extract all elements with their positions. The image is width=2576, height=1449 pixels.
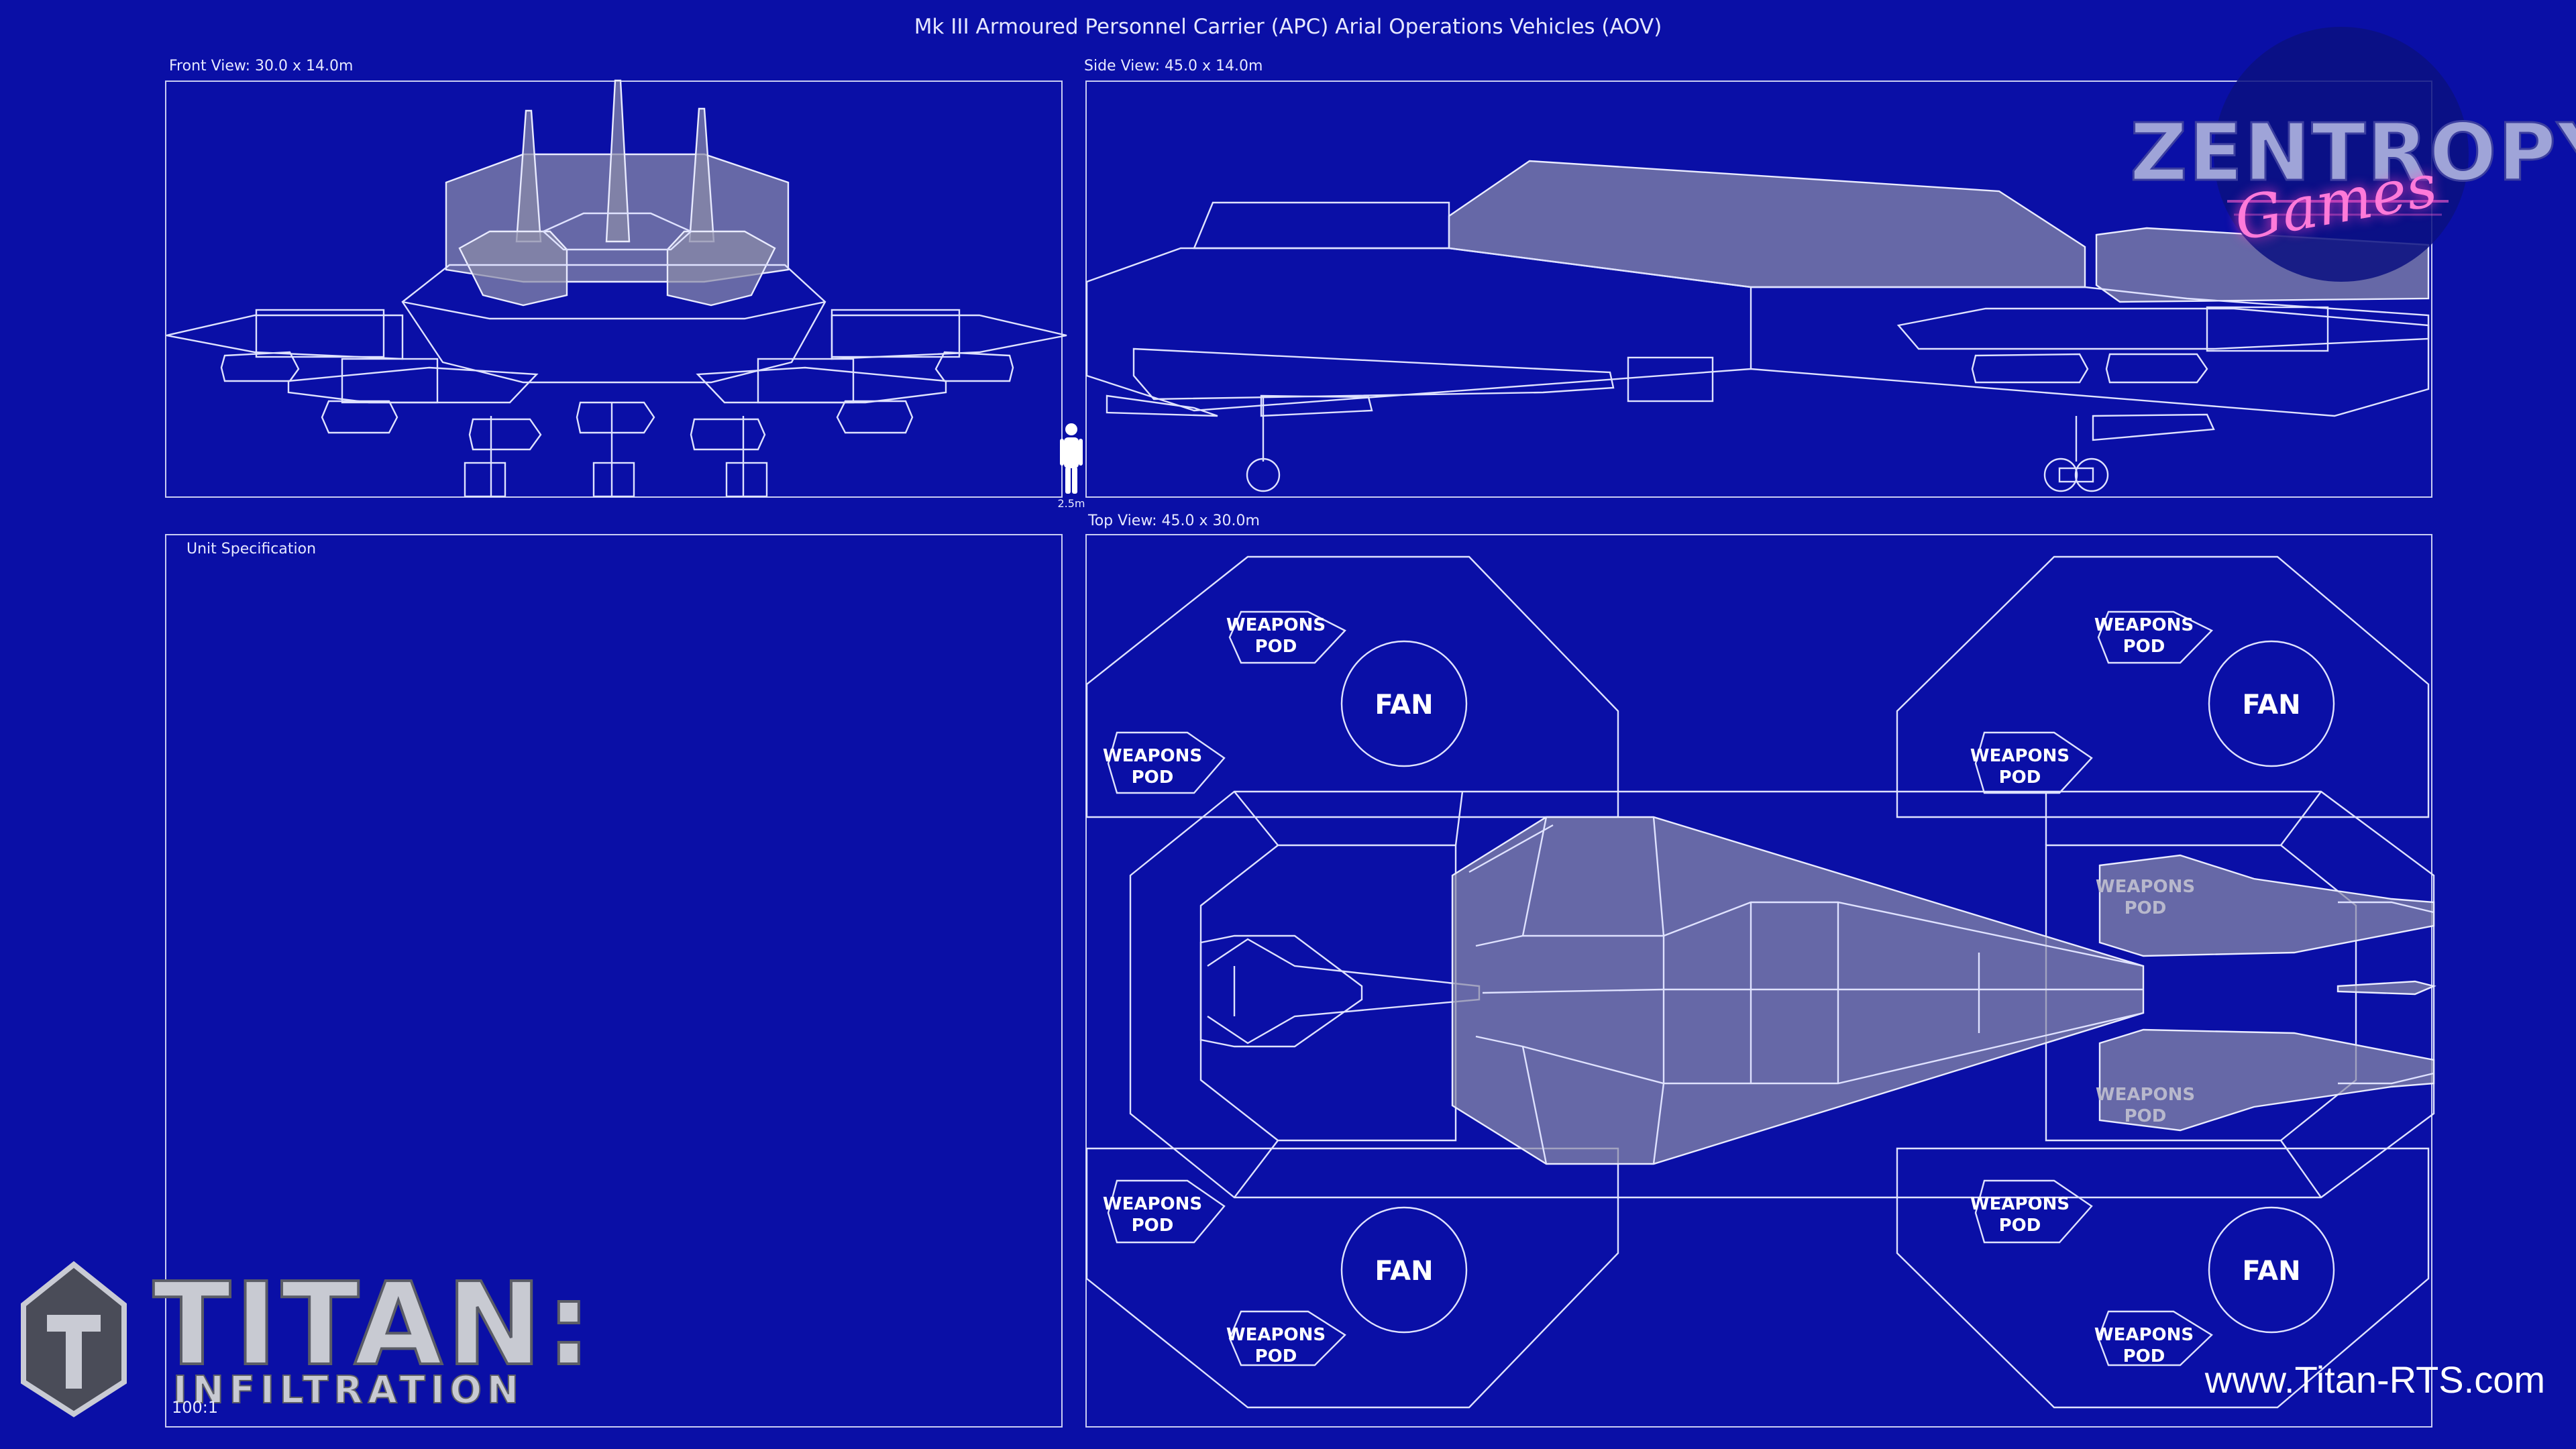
fan-label-top-left: FAN <box>1375 690 1433 720</box>
svg-text:POD: POD <box>2125 1106 2167 1126</box>
page-title: Mk III Armoured Personnel Carrier (APC) … <box>914 15 1662 39</box>
fan-label-bottom-left: FAN <box>1375 1256 1433 1287</box>
front-wing-left <box>166 314 404 360</box>
top-view-drawing: FAN FAN FAN FAN WEAPONS POD WEAPONS POD … <box>1085 555 2436 1409</box>
side-canopy <box>1448 160 2086 288</box>
svg-text:WEAPONS: WEAPONS <box>1970 1194 2070 1214</box>
svg-text:WEAPONS: WEAPONS <box>2094 615 2194 635</box>
fan-label-top-right: FAN <box>2242 690 2300 720</box>
side-view-label: Side View: 45.0 x 14.0m <box>1084 58 1263 74</box>
front-nose-right <box>666 230 776 307</box>
front-nose-center <box>541 212 693 251</box>
svg-text:WEAPONS: WEAPONS <box>1103 746 1202 766</box>
top-view-label: Top View: 45.0 x 30.0m <box>1088 513 1260 529</box>
unit-spec-panel <box>165 534 1063 1428</box>
top-rear-engine-lower <box>2098 1028 2435 1132</box>
svg-text:POD: POD <box>1255 637 1297 657</box>
zentropy-logo-text: ZENTROPY <box>2129 105 2576 200</box>
scale-ratio: 100:1 <box>172 1398 219 1417</box>
weapons-pod-9: WEAPONS POD <box>1970 1179 2093 1244</box>
front-view-label: Front View: 30.0 x 14.0m <box>169 58 354 74</box>
svg-text:WEAPONS: WEAPONS <box>2096 877 2195 897</box>
fan-label-bottom-right: FAN <box>2242 1256 2300 1287</box>
side-view-drawing <box>1085 160 2430 492</box>
weapons-pod-8: WEAPONS POD <box>1226 1310 1346 1366</box>
svg-text:POD: POD <box>1999 1216 2041 1236</box>
fan-top-left: FAN <box>1340 640 1468 767</box>
svg-text:WEAPONS: WEAPONS <box>1103 1194 1202 1214</box>
svg-text:POD: POD <box>1999 767 2041 788</box>
top-fan-pod-bl <box>1085 1147 1619 1409</box>
side-engine-front <box>1132 347 1615 400</box>
weapons-pod-6: WEAPONS POD <box>2096 1085 2195 1126</box>
titan-logo-text: TITAN: <box>152 1258 596 1391</box>
svg-text:WEAPONS: WEAPONS <box>2094 1325 2194 1345</box>
front-view-drawing <box>166 79 1067 498</box>
svg-text:WEAPONS: WEAPONS <box>1226 615 1326 635</box>
svg-text:WEAPONS: WEAPONS <box>1970 746 2070 766</box>
svg-text:WEAPONS: WEAPONS <box>1226 1325 1326 1345</box>
weapons-pod-3: WEAPONS POD <box>2094 610 2214 664</box>
titan-emblem-icon <box>21 1260 127 1417</box>
weapons-pod-5: WEAPONS POD <box>2096 877 2195 918</box>
top-fan-pod-tl <box>1085 555 1619 818</box>
svg-text:POD: POD <box>1132 767 1174 788</box>
fan-bottom-right: FAN <box>2208 1206 2335 1334</box>
top-central-fuselage <box>1451 816 2145 1165</box>
weapons-pod-2: WEAPONS POD <box>1103 731 1226 794</box>
svg-text:POD: POD <box>2123 637 2165 657</box>
fan-bottom-left: FAN <box>1340 1206 1468 1334</box>
fan-top-right: FAN <box>2208 640 2335 767</box>
svg-text:WEAPONS: WEAPONS <box>2096 1085 2195 1105</box>
svg-text:POD: POD <box>2125 898 2167 918</box>
human-scale-figure: 2.5m <box>1057 423 1085 510</box>
front-nose-left <box>458 230 568 307</box>
side-engine-rear <box>1896 307 2430 350</box>
front-body-outline <box>401 264 826 384</box>
svg-text:POD: POD <box>1255 1346 1297 1366</box>
top-fan-pod-tr <box>1896 555 2430 818</box>
front-antenna-center <box>605 79 631 243</box>
website-link[interactable]: www.Titan-RTS.com <box>2204 1358 2545 1401</box>
weapons-pod-7: WEAPONS POD <box>1103 1179 1226 1244</box>
unit-spec-label: Unit Specification <box>186 541 317 557</box>
weapons-pod-1: WEAPONS POD <box>1226 610 1346 664</box>
zentropy-logo-disc <box>2214 27 2469 282</box>
top-rear-engine-upper <box>2098 854 2435 957</box>
top-tail-spike <box>2337 980 2436 996</box>
svg-text:POD: POD <box>1132 1216 1174 1236</box>
titan-subtitle: INFILTRATION <box>172 1368 525 1413</box>
human-scale-label: 2.5m <box>1057 497 1085 510</box>
weapons-pod-10: WEAPONS POD <box>2094 1310 2213 1366</box>
top-hull-outline <box>1129 790 2435 1199</box>
top-view-panel <box>1085 534 2432 1428</box>
top-fan-pod-br <box>1896 1147 2430 1409</box>
weapons-pod-4: WEAPONS POD <box>1970 731 2093 794</box>
svg-text:POD: POD <box>2123 1346 2165 1366</box>
top-nose-detail <box>1199 934 1363 1048</box>
